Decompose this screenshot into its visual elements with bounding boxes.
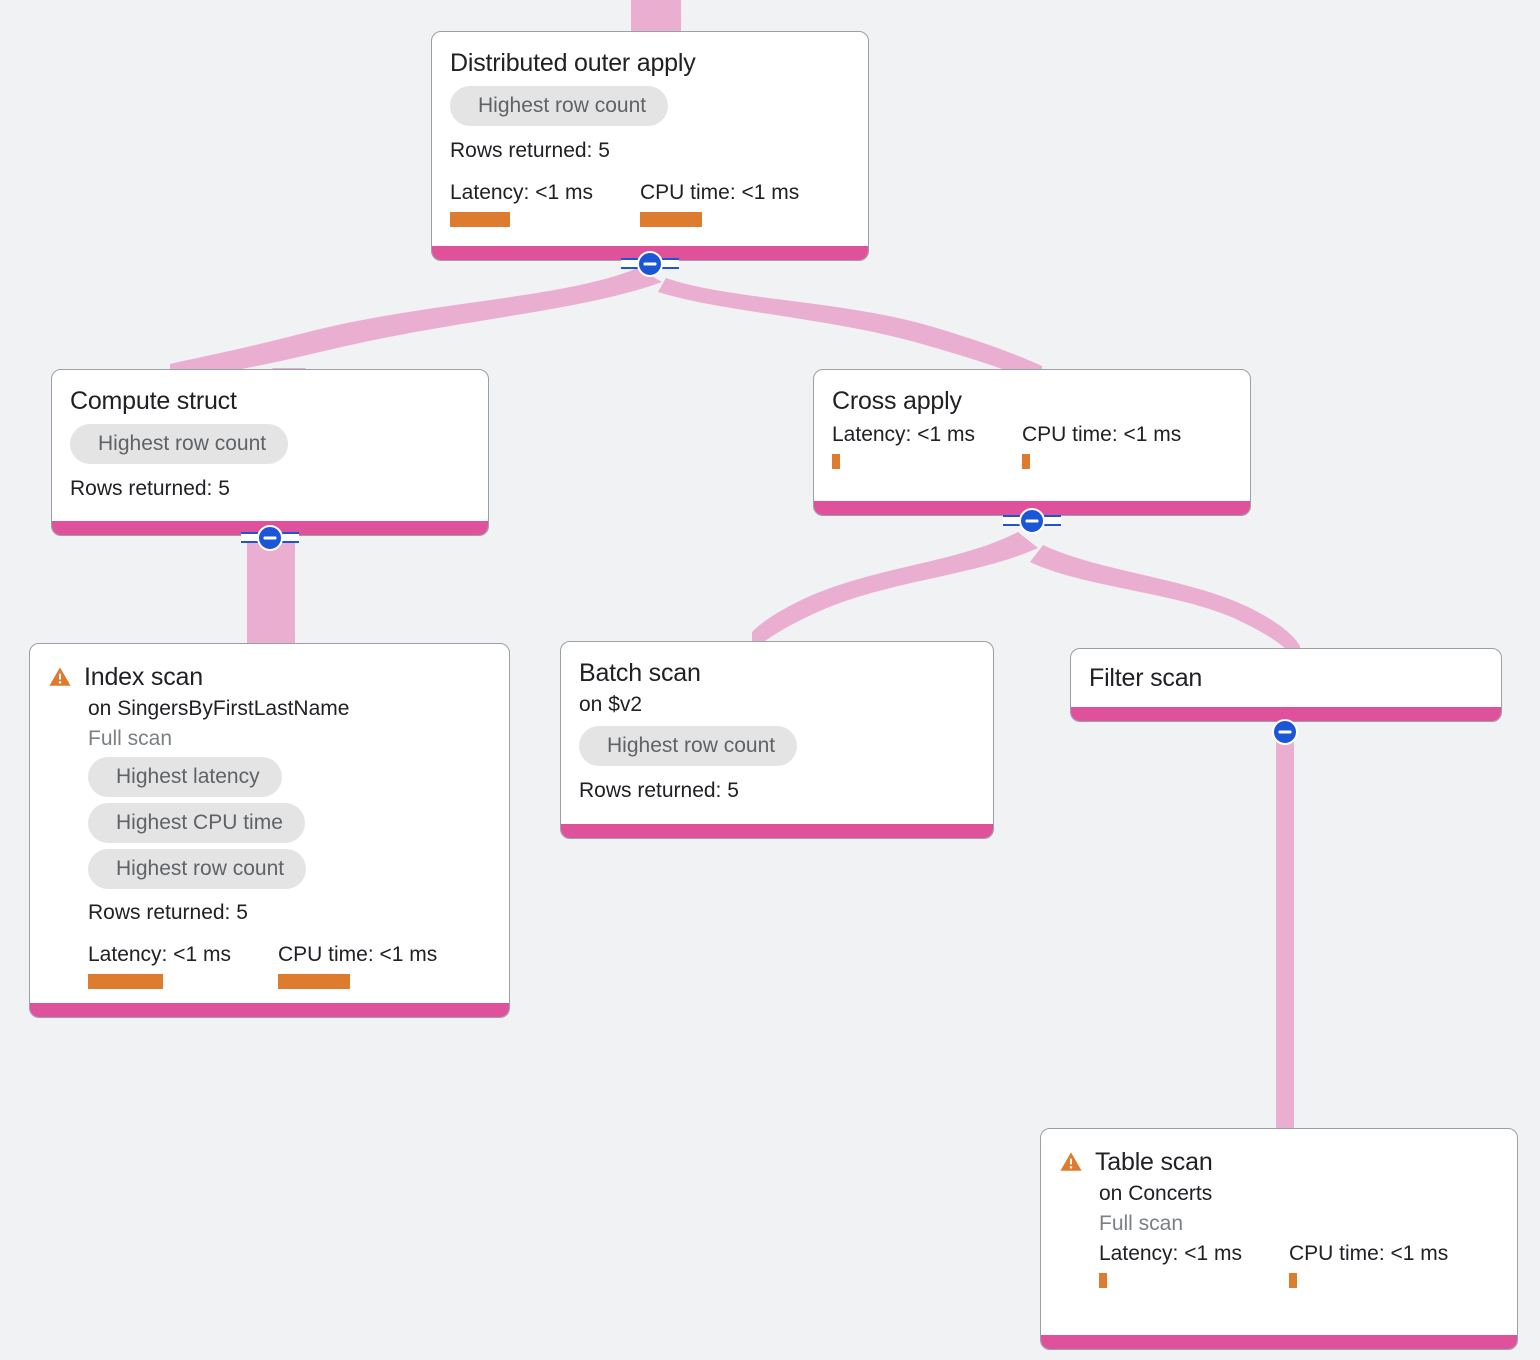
badge-highest-row-count: Highest row count [88,849,307,889]
metric-latency-bar [832,454,840,469]
metrics-row: Latency: <1 ms CPU time: <1 ms [450,180,850,227]
node-title: Cross apply [832,387,962,415]
badge-highest-cpu-time: Highest CPU time [88,803,305,843]
node-accent-bar [30,1003,509,1017]
node-body: Cross apply Latency: <1 ms CPU time: <1 … [814,370,1250,501]
metrics-row: Latency: <1 ms CPU time: <1 ms [1099,1241,1517,1288]
metric-cpu-time-label: CPU time: <1 ms [278,943,438,966]
badge-highest-row-count: Highest row count [450,86,669,126]
node-title-row: Cross apply [832,386,962,416]
metric-latency-label: Latency: <1 ms [1099,1242,1242,1265]
metric-cpu-time-label: CPU time: <1 ms [1289,1242,1449,1265]
metrics-row: Latency: <1 ms CPU time: <1 ms [832,422,1232,469]
node-scan-type: Full scan [88,727,173,750]
metric-cpu-time: CPU time: <1 ms [278,942,437,989]
warning-triangle-icon [49,667,71,686]
metric-latency-bar [88,974,163,989]
node-title-row: Distributed outer apply [450,48,696,78]
collapse-toggle-cross-apply[interactable] [1003,504,1061,538]
metric-latency-bar [450,212,510,227]
node-title: Filter scan [1089,664,1203,692]
rows-returned: Rows returned: 5 [579,779,739,802]
node-index-scan[interactable]: Index scan on SingersByFirstLastName Ful… [29,643,510,1018]
collapse-toggle-distributed-outer-apply[interactable] [621,247,679,281]
metric-cpu-time-bar [278,974,350,989]
node-details: on SingersByFirstLastName Full scan High… [48,694,509,989]
metric-cpu-time-bar [1022,454,1030,469]
metric-latency: Latency: <1 ms [832,422,1022,469]
edge-incoming-root [631,0,681,32]
metric-cpu-time: CPU time: <1 ms [1022,422,1181,469]
node-body: Batch scan on $v2 Highest row count Rows… [561,642,993,824]
node-title: Table scan [1095,1148,1213,1176]
metric-latency-label: Latency: <1 ms [832,423,975,446]
badge-list: Highest latency Highest CPU time Highest… [88,754,509,892]
node-filter-scan[interactable]: Filter scan [1070,648,1502,722]
node-compute-struct[interactable]: Compute struct Highest row count Rows re… [51,369,489,536]
badge-highest-row-count: Highest row count [70,424,289,464]
metric-latency-label: Latency: <1 ms [88,943,231,966]
metric-cpu-time-bar [640,212,702,227]
node-title: Compute struct [70,387,237,415]
collapse-minus-icon [637,251,663,277]
node-cross-apply[interactable]: Cross apply Latency: <1 ms CPU time: <1 … [813,369,1251,516]
node-title-row: Compute struct [70,386,237,416]
node-batch-scan[interactable]: Batch scan on $v2 Highest row count Rows… [560,641,994,839]
node-target: on Concerts [1099,1182,1213,1205]
metric-latency: Latency: <1 ms [88,942,278,989]
metric-cpu-time-label: CPU time: <1 ms [640,181,800,204]
edge-root-to-compute-struct [170,268,662,382]
node-target: on $v2 [579,693,643,716]
node-accent-bar [561,824,993,838]
node-title-row: Filter scan [1089,663,1202,693]
collapse-minus-icon [257,525,283,551]
edge-filter-scan-to-table-scan [1276,728,1294,1132]
node-scan-type: Full scan [1099,1212,1184,1235]
metric-latency-label: Latency: <1 ms [450,181,593,204]
node-body: Filter scan [1071,649,1501,707]
node-target: on SingersByFirstLastName [88,697,350,720]
badge-highest-row-count: Highest row count [579,726,798,766]
node-title: Distributed outer apply [450,49,696,77]
badge-highest-latency: Highest latency [88,757,282,797]
edge-cross-apply-to-batch-scan [752,532,1038,652]
node-body: Table scan on Concerts Full scan Latency… [1041,1129,1517,1335]
node-body: Compute struct Highest row count Rows re… [52,370,488,521]
metric-latency: Latency: <1 ms [450,180,640,227]
rows-returned: Rows returned: 5 [70,477,230,500]
node-distributed-outer-apply[interactable]: Distributed outer apply Highest row coun… [431,31,869,261]
warning-triangle-icon [1060,1152,1082,1171]
node-title-row: Index scan [48,662,203,692]
node-title: Batch scan [579,659,701,687]
edge-cross-apply-to-filter-scan [1030,545,1300,664]
rows-returned: Rows returned: 5 [450,139,610,162]
node-title-row: Batch scan [579,658,701,688]
metrics-row: Latency: <1 ms CPU time: <1 ms [88,942,509,989]
node-title-row: Table scan [1059,1147,1213,1177]
metric-latency: Latency: <1 ms [1099,1241,1289,1288]
metric-latency-bar [1099,1273,1107,1288]
metric-cpu-time-bar [1289,1273,1297,1288]
collapse-toggle-filter-scan[interactable] [1268,715,1302,749]
node-accent-bar [1041,1335,1517,1349]
metric-cpu-time: CPU time: <1 ms [1289,1241,1448,1288]
node-table-scan[interactable]: Table scan on Concerts Full scan Latency… [1040,1128,1518,1350]
node-body: Index scan on SingersByFirstLastName Ful… [30,644,509,1003]
collapse-toggle-compute-struct[interactable] [241,521,299,555]
node-body: Distributed outer apply Highest row coun… [432,32,868,246]
metric-cpu-time: CPU time: <1 ms [640,180,799,227]
collapse-minus-icon [1019,508,1045,534]
collapse-minus-icon [1272,719,1298,745]
node-details: on Concerts Full scan Latency: <1 ms CPU… [1059,1179,1517,1288]
rows-returned: Rows returned: 5 [88,901,248,924]
node-title: Index scan [84,663,203,691]
node-accent-bar [1071,707,1501,721]
metric-cpu-time-label: CPU time: <1 ms [1022,423,1182,446]
